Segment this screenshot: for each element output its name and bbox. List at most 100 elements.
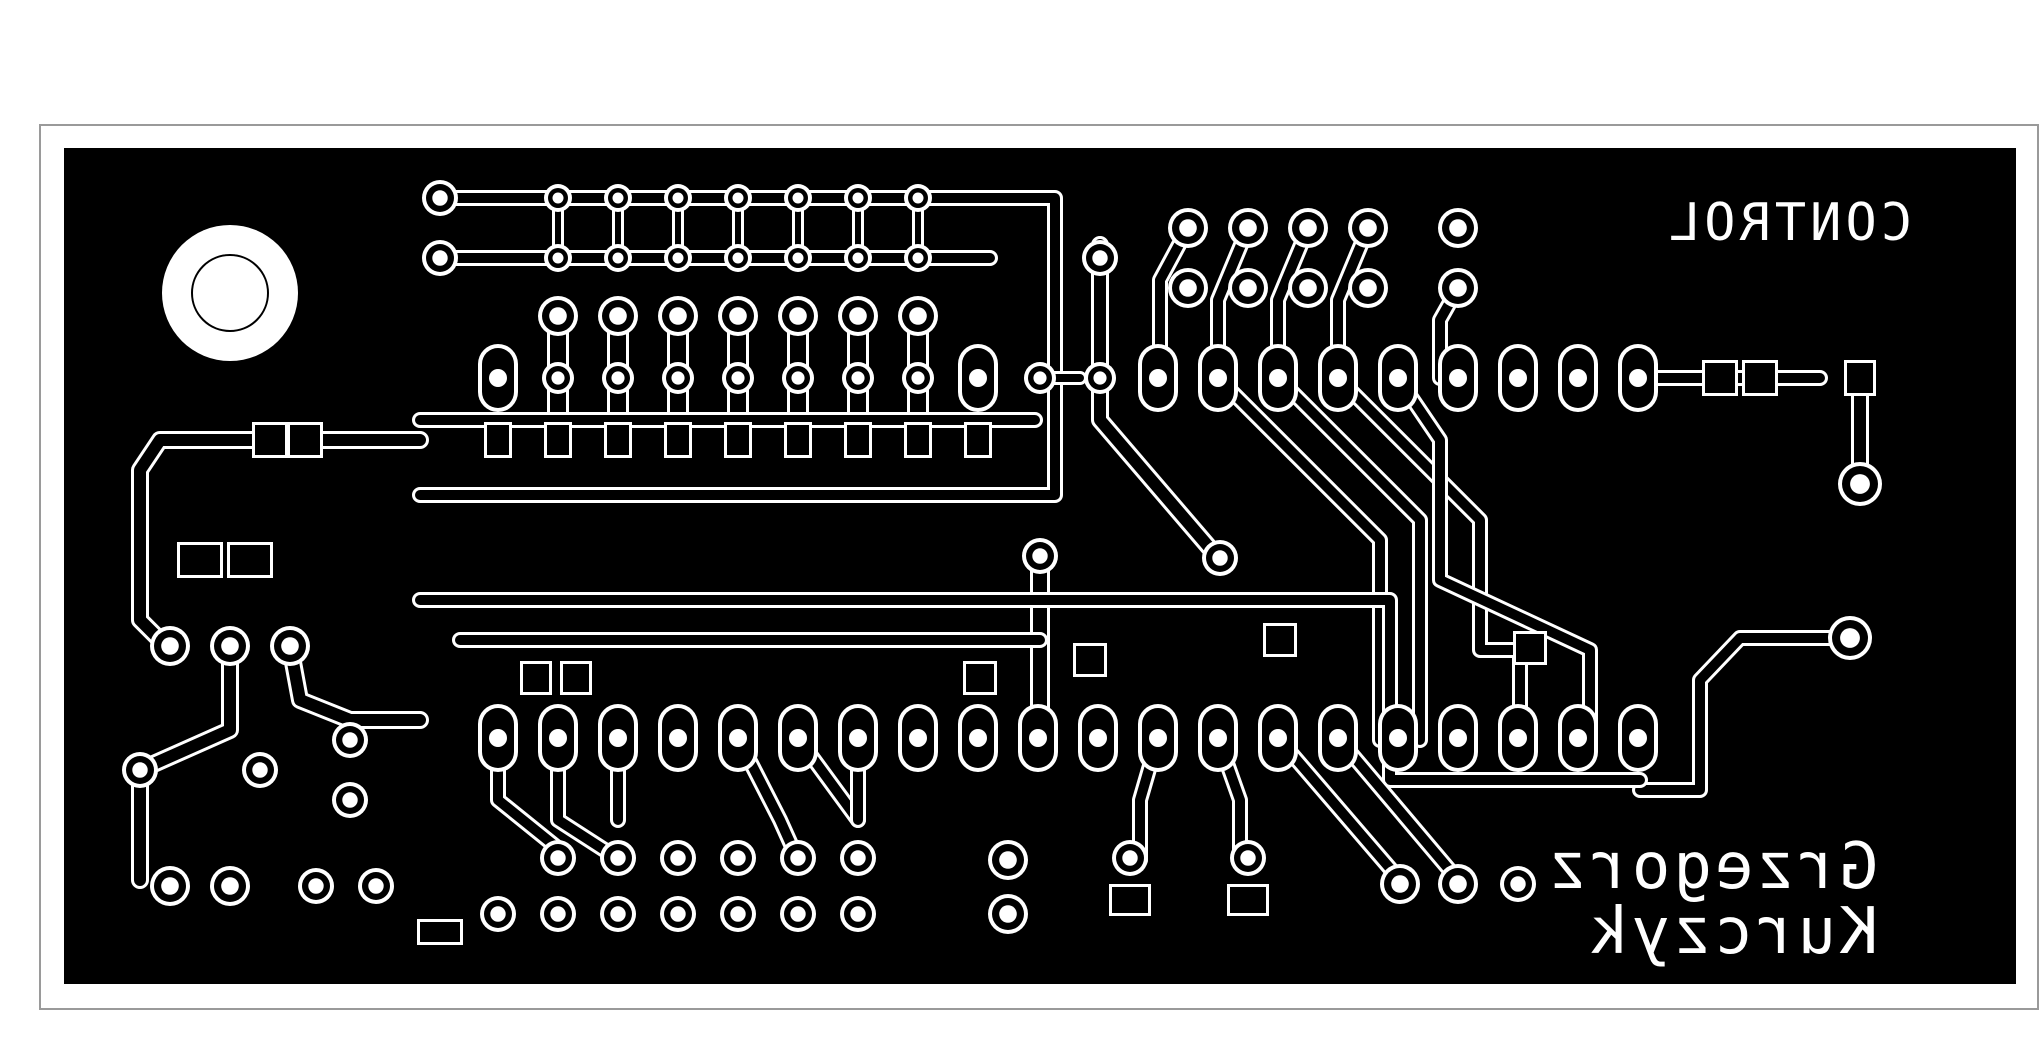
drill-hole <box>1033 371 1047 385</box>
drill-hole <box>790 906 806 922</box>
drill-hole <box>1359 219 1377 237</box>
smd-pad <box>1230 887 1266 913</box>
drill-hole <box>221 877 239 895</box>
drill-hole <box>1629 729 1647 747</box>
drill-hole <box>730 906 746 922</box>
drill-hole <box>161 877 179 895</box>
drill-hole <box>609 729 627 747</box>
drill-hole <box>610 850 626 866</box>
drill-hole <box>791 371 805 385</box>
drill-hole <box>850 850 866 866</box>
drill-hole <box>999 851 1017 869</box>
trace <box>1273 733 1405 885</box>
smd-pad <box>523 664 549 692</box>
drill-hole <box>1212 550 1228 566</box>
drill-hole <box>552 192 564 204</box>
drill-hole <box>1840 628 1860 648</box>
drill-hole <box>432 190 448 206</box>
drill-hole <box>672 192 684 204</box>
drill-hole <box>1209 369 1227 387</box>
drill-hole <box>732 252 744 264</box>
drill-hole <box>1359 279 1377 297</box>
drill-hole <box>1391 875 1409 893</box>
drill-hole <box>1629 369 1647 387</box>
drill-hole <box>852 192 864 204</box>
drill-hole <box>132 762 148 778</box>
drill-hole <box>549 729 567 747</box>
smd-pad <box>290 425 320 455</box>
drill-hole <box>1509 369 1527 387</box>
drill-hole <box>221 637 239 655</box>
smd-pad <box>1112 887 1148 913</box>
drill-hole <box>789 307 807 325</box>
board-title-text: CONTROL <box>1665 193 1912 253</box>
board-title: CONTROL <box>1665 193 1912 253</box>
drill-hole <box>342 732 358 748</box>
drill-hole <box>1179 219 1197 237</box>
drill-hole <box>909 729 927 747</box>
drill-hole <box>551 371 565 385</box>
drill-hole <box>368 878 384 894</box>
smd-pad <box>667 425 689 455</box>
drill-hole <box>849 307 867 325</box>
author-last-name: Kurczyk <box>1587 895 1878 969</box>
drill-hole <box>789 729 807 747</box>
drill-hole <box>672 252 684 264</box>
drill-hole <box>489 729 507 747</box>
drill-hole <box>729 307 747 325</box>
smd-pad <box>727 425 749 455</box>
smd-pad <box>967 425 989 455</box>
smd-pad <box>255 425 285 455</box>
author-first-name: Grzegorz <box>1546 830 1878 904</box>
smd-pad <box>420 922 460 942</box>
drill-hole <box>851 371 865 385</box>
mounting-hole <box>162 225 298 361</box>
drill-hole <box>489 369 507 387</box>
drill-hole <box>852 252 864 264</box>
drill-hole <box>1329 729 1347 747</box>
drill-hole <box>1089 729 1107 747</box>
drill-hole <box>670 850 686 866</box>
drill-hole <box>549 307 567 325</box>
drill-hole <box>1389 729 1407 747</box>
drill-hole <box>550 906 566 922</box>
drill-hole <box>1122 850 1138 866</box>
drill-hole <box>670 906 686 922</box>
smd-pad <box>487 425 509 455</box>
drill-hole <box>1569 369 1587 387</box>
drill-hole <box>611 371 625 385</box>
trace <box>415 595 1645 785</box>
smd-pad <box>907 425 929 455</box>
drill-hole <box>161 637 179 655</box>
drill-hole <box>730 850 746 866</box>
drill-hole <box>669 729 687 747</box>
drill-hole <box>610 906 626 922</box>
smd-pad <box>787 425 809 455</box>
smd-pad <box>966 664 994 692</box>
drill-hole <box>1569 729 1587 747</box>
drill-hole <box>609 307 627 325</box>
drill-hole <box>669 307 687 325</box>
author-first-text: Grzegorz <box>1546 830 1878 904</box>
drill-hole <box>732 192 744 204</box>
trace <box>1393 373 1595 745</box>
drill-hole <box>1449 729 1467 747</box>
trace <box>1273 373 1425 745</box>
drill-hole <box>1269 729 1287 747</box>
drill-hole <box>552 252 564 264</box>
smd-pad <box>563 664 589 692</box>
smd-pad <box>1266 626 1294 654</box>
drill-hole <box>1269 369 1287 387</box>
drill-hole <box>612 192 624 204</box>
drill-hole <box>1093 371 1107 385</box>
smd-pad <box>607 425 629 455</box>
drill-hole <box>912 252 924 264</box>
drill-hole <box>252 762 268 778</box>
drill-hole <box>731 371 745 385</box>
drill-hole <box>849 729 867 747</box>
drill-hole <box>1449 219 1467 237</box>
drill-hole <box>432 250 448 266</box>
trace <box>284 640 426 726</box>
drill-hole <box>1850 474 1870 494</box>
smd-pad <box>230 545 270 575</box>
